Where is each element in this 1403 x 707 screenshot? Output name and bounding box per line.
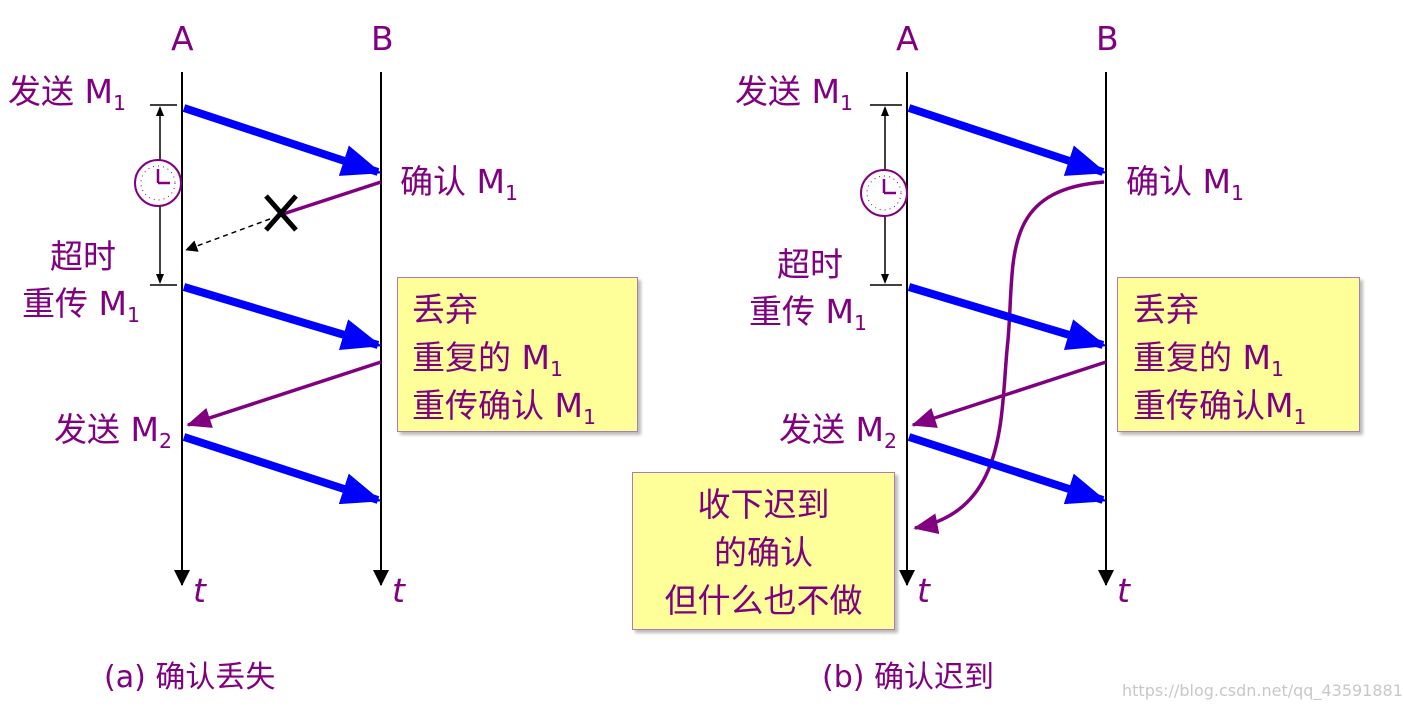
ack-arrow-resend-a [186, 360, 382, 428]
time-label-b: t [1117, 571, 1130, 610]
lost-cross-icon [264, 194, 298, 232]
ack-arrow-resend-b [911, 360, 1107, 428]
discard-note-box: 丢弃 重复的 M1 重传确认 M1 [397, 277, 638, 432]
lost-ack-dashed [185, 218, 271, 252]
diagram-b-graphics [860, 72, 1114, 586]
resend-m1-label: 重传 M1 [22, 284, 140, 328]
data-arrow-m2-a [182, 433, 382, 505]
resend-m1-label: 重传 M1 [749, 292, 867, 336]
caption-b: (b) 确认迟到 [822, 660, 994, 695]
ack-m1-lost-arrow [282, 180, 382, 216]
time-label-b: t [392, 571, 405, 610]
node-b-label: B [1096, 19, 1119, 58]
discard-note-box: 丢弃 重复的 M1 重传确认M1 [1117, 277, 1360, 432]
timeout-label: 超时 [50, 237, 116, 276]
timeout-label: 超时 [777, 245, 843, 284]
node-b-label: B [371, 19, 394, 58]
node-a-label: A [171, 19, 194, 58]
late-ack-note-box: 收下迟到 的确认 但什么也不做 [632, 472, 895, 630]
data-arrow-resend-m1-a [182, 283, 382, 351]
clock-icon [860, 169, 908, 217]
send-m1-label: 发送 M1 [8, 72, 126, 116]
late-ack-curve [913, 180, 1105, 535]
diagram-canvas [134, 72, 1114, 586]
data-arrow-m1-a [182, 104, 382, 176]
data-arrow-m1-b [907, 104, 1107, 176]
watermark: https://blog.csdn.net/qq_43591881 [1122, 681, 1403, 700]
data-arrow-m2-b [907, 433, 1107, 505]
send-m2-label: 发送 M2 [779, 410, 897, 454]
time-label-a: t [917, 571, 930, 610]
diagram-a-graphics [134, 72, 389, 586]
ack-m1-label: 确认 M1 [1126, 162, 1244, 206]
caption-a: (a) 确认丢失 [104, 660, 276, 695]
node-a-label: A [896, 19, 919, 58]
ack-m1-label: 确认 M1 [400, 162, 518, 206]
time-label-a: t [193, 571, 206, 610]
send-m1-label: 发送 M1 [735, 72, 853, 116]
send-m2-label: 发送 M2 [54, 410, 172, 454]
data-arrow-resend-m1-b [907, 283, 1107, 351]
clock-icon [134, 159, 182, 207]
